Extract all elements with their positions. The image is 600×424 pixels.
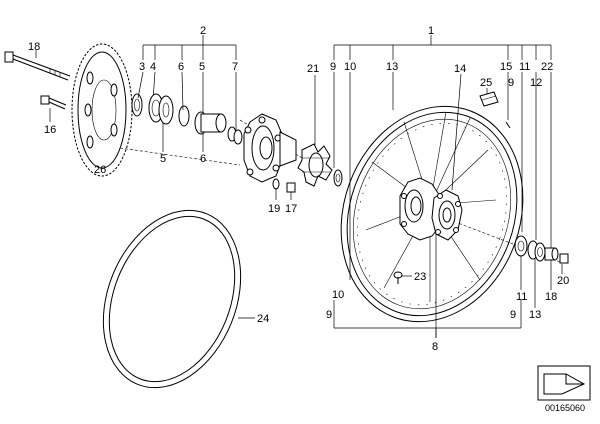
callout-1: 1 xyxy=(428,25,434,37)
callout-9: 9 xyxy=(330,61,336,73)
valve-23 xyxy=(393,271,403,284)
folded-sheet-icon xyxy=(543,373,586,395)
callout-21: 21 xyxy=(307,63,319,75)
callout-5: 5 xyxy=(199,61,205,73)
sprocket-26 xyxy=(71,43,133,177)
callout-15: 15 xyxy=(500,61,512,73)
callout-13-lower: 13 xyxy=(529,309,541,321)
callout-2: 2 xyxy=(200,25,206,37)
callout-11: 11 xyxy=(519,61,530,73)
callout-9-lower: 9 xyxy=(326,309,332,321)
bracket-group-1 xyxy=(333,35,552,60)
callout-7: 7 xyxy=(232,61,238,73)
rim-strip-25 xyxy=(479,91,499,107)
callout-25: 25 xyxy=(480,77,492,89)
bracket-bottom-9 xyxy=(333,300,522,338)
spoke-nipple-15 xyxy=(505,121,511,129)
callout-26: 26 xyxy=(94,164,106,176)
callout-10: 10 xyxy=(344,61,356,73)
ring-9-upper xyxy=(333,169,343,187)
bushing-7 xyxy=(227,126,243,145)
callout-labels: 1 2 3 4 6 5 7 18 16 5 6 26 19 17 21 9 10… xyxy=(28,25,585,413)
sprocket-carrier xyxy=(243,113,297,183)
callout-9-bottom: 9 xyxy=(510,309,516,321)
document-id-box xyxy=(537,365,591,401)
circlip-6 xyxy=(178,105,190,127)
callout-14: 14 xyxy=(454,63,466,75)
callout-16: 16 xyxy=(44,124,56,136)
document-id: 00165060 xyxy=(545,403,585,413)
bearing-4 xyxy=(148,93,174,125)
seal-ring-3 xyxy=(131,93,143,117)
callout-11-lower: 11 xyxy=(516,291,527,303)
sprocket-bolt-16 xyxy=(40,95,67,110)
bracket-group-2 xyxy=(142,35,237,60)
callout-5-lower: 5 xyxy=(160,153,166,165)
callout-20: 20 xyxy=(557,275,569,287)
callout-6-lower: 6 xyxy=(200,153,206,165)
callout-10-lower: 10 xyxy=(332,289,344,301)
callout-3: 3 xyxy=(139,61,145,73)
callout-22: 22 xyxy=(541,61,553,73)
callout-18: 18 xyxy=(28,41,40,53)
rubber-damper-21 xyxy=(297,143,333,187)
nut-17 xyxy=(286,182,296,193)
callout-24: 24 xyxy=(257,313,269,325)
callout-8: 8 xyxy=(432,341,438,353)
callout-13: 13 xyxy=(386,61,398,73)
spacer-sleeve-5 xyxy=(194,111,227,135)
right-bearing-stack xyxy=(514,235,569,264)
callout-18-right: 18 xyxy=(545,291,557,303)
callout-23: 23 xyxy=(414,271,426,283)
callout-9-right: 9 xyxy=(508,77,514,89)
callout-19: 19 xyxy=(268,203,280,215)
callout-4: 4 xyxy=(150,61,156,73)
tyre-24 xyxy=(102,209,242,389)
callout-12: 12 xyxy=(530,77,542,89)
wheel-hub-14 xyxy=(399,177,463,241)
axle-bolt-18 xyxy=(4,51,71,81)
callout-17: 17 xyxy=(285,203,297,215)
callout-6: 6 xyxy=(178,61,184,73)
washer-19 xyxy=(272,178,280,190)
